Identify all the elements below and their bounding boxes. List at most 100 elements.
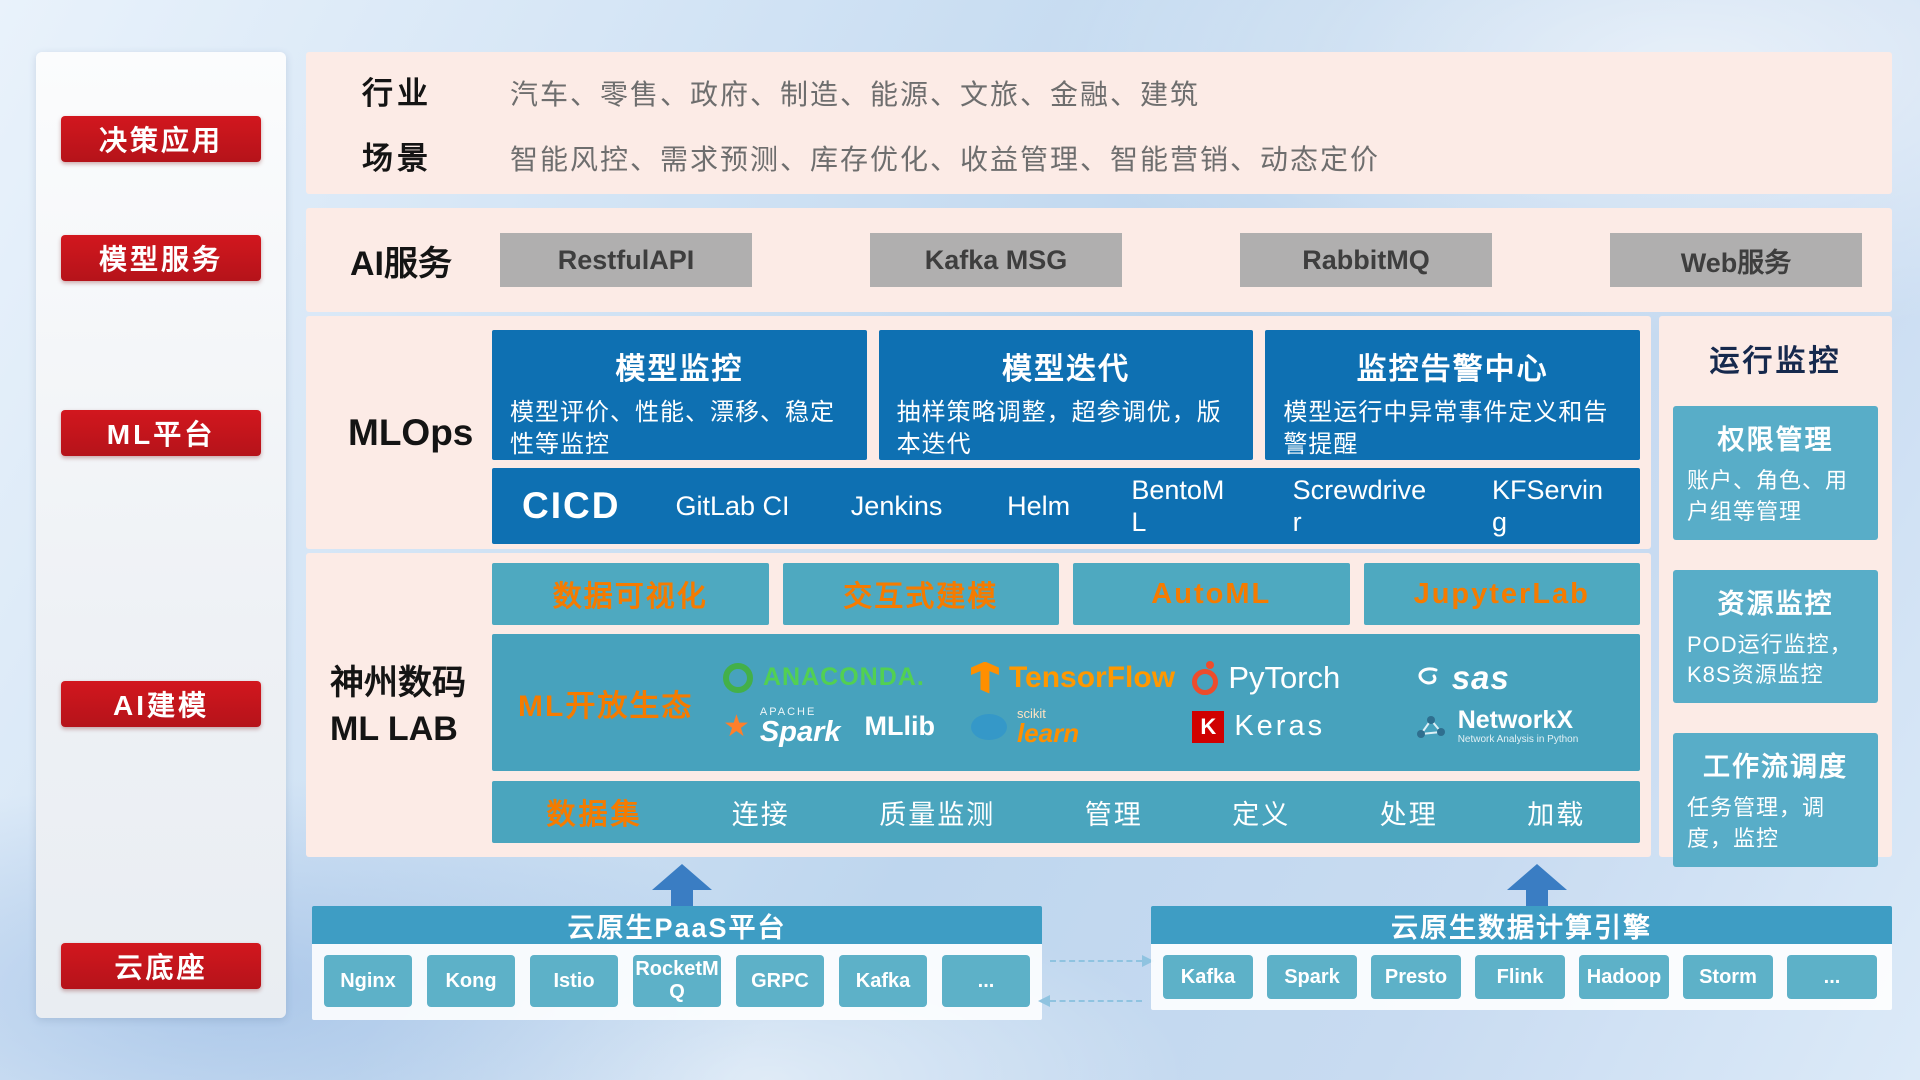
dataset-item-quality: 质量监测	[879, 799, 996, 830]
sidebar-item-model-service[interactable]: 模型服务	[61, 235, 261, 281]
dashed-arrow-left-icon	[1038, 995, 1142, 1007]
keras-logo: K Keras	[1192, 710, 1413, 743]
card-title: 权限管理	[1717, 425, 1834, 455]
learn-text: learn	[1016, 718, 1080, 748]
mllab-label-line1: 神州数码	[330, 664, 466, 702]
web-service-button[interactable]: Web服务	[1610, 233, 1862, 287]
storm-chip[interactable]: Storm	[1683, 955, 1773, 999]
grpc-chip[interactable]: GRPC	[736, 955, 824, 1007]
up-arrow-right	[1507, 864, 1567, 907]
card-desc: 抽样策略调整，超参调优，版本迭代	[896, 399, 1222, 459]
ai-services-label: AI服务	[350, 244, 452, 283]
sidebar-item-ml-platform[interactable]: ML平台	[61, 410, 261, 456]
presto-chip[interactable]: Presto	[1371, 955, 1461, 999]
dataset-item-manage: 管理	[1084, 799, 1143, 830]
tensorflow-icon	[970, 661, 999, 694]
arrow-stem	[1526, 890, 1548, 907]
spark-text: Spark	[759, 715, 841, 748]
card-desc: POD运行监控，K8S资源监控	[1687, 631, 1853, 688]
resource-monitor-card: 资源监控 POD运行监控，K8S资源监控	[1673, 569, 1878, 704]
industry-scene-panel: 行业 汽车、零售、政府、制造、能源、文旅、金融、建筑 场景 智能风控、需求预测、…	[306, 52, 1892, 194]
sas-wordmark: sas	[1451, 658, 1510, 696]
jenkins-item: Jenkins	[850, 490, 943, 521]
rabbitmq-button[interactable]: RabbitMQ	[1240, 233, 1492, 287]
mllab-label-line2: ML LAB	[330, 709, 458, 748]
more2-chip[interactable]: ...	[1787, 955, 1877, 999]
sidebar-item-decision-apps[interactable]: 决策应用	[61, 116, 261, 162]
paas-platform-bar: 云原生PaaS平台	[312, 906, 1042, 944]
spark-super: APACHE	[759, 705, 817, 718]
industry-list: 汽车、零售、政府、制造、能源、文旅、金融、建筑	[510, 79, 1201, 110]
flink-chip[interactable]: Flink	[1475, 955, 1565, 999]
card-title: 模型迭代	[1002, 353, 1130, 386]
pytorch-icon	[1192, 660, 1219, 695]
compute-chips: Kafka Spark Presto Flink Hadoop Storm ..…	[1151, 944, 1892, 1010]
mllab-label: 神州数码 ML LAB	[330, 661, 466, 753]
workflow-scheduler-card: 工作流调度 任务管理，调度，监控	[1673, 733, 1878, 867]
pytorch-wordmark: PyTorch	[1228, 659, 1341, 695]
networkx-subtitle: Network Analysis in Python	[1457, 734, 1579, 745]
permission-mgmt-card: 权限管理 账户、角色、用户组等管理	[1673, 406, 1878, 540]
anaconda-icon	[723, 662, 753, 693]
helm-item: Helm	[1007, 490, 1071, 521]
dataset-item-load: 加载	[1527, 799, 1586, 830]
dashed-arrow-right-icon	[1050, 955, 1154, 967]
keras-icon: K	[1192, 710, 1225, 743]
tensorflow-wordmark: TensorFlow	[1008, 660, 1176, 694]
scene-line: 场景 智能风控、需求预测、库存优化、收益管理、智能营销、动态定价	[362, 133, 1892, 178]
automl-button[interactable]: AutoML	[1073, 563, 1350, 625]
networkx-wordmark: NetworkX Network Analysis in Python	[1458, 708, 1579, 745]
dataset-item-define: 定义	[1232, 799, 1291, 830]
card-title: 监控告警中心	[1356, 353, 1549, 386]
sidebar-item-ai-modeling[interactable]: AI建模	[61, 681, 261, 727]
scene-list: 智能风控、需求预测、库存优化、收益管理、智能营销、动态定价	[510, 144, 1381, 175]
data-visualization-button[interactable]: 数据可视化	[492, 563, 769, 625]
dataset-label: 数据集	[546, 799, 643, 831]
istio-chip[interactable]: Istio	[530, 955, 618, 1007]
ai-services-buttons: RestfulAPI Kafka MSG RabbitMQ Web服务	[500, 233, 1862, 287]
ecosystem-logos: ANACONDA. TensorFlow PyTorch sas	[723, 659, 1624, 747]
gitlab-ci-item: GitLab CI	[675, 490, 790, 521]
scene-label: 场景	[362, 141, 432, 176]
kafka2-chip[interactable]: Kafka	[1163, 955, 1253, 999]
more-chip[interactable]: ...	[942, 955, 1030, 1007]
scikit-learn-icon	[970, 713, 1007, 740]
ml-ecosystem-panel: ML开放生态 ANACONDA. TensorFlow PyTorch	[492, 634, 1640, 771]
restfulapi-button[interactable]: RestfulAPI	[500, 233, 752, 287]
sas-logo: sas	[1414, 659, 1624, 697]
spark-mllib-logo: ★ APACHE Spark MLlib	[723, 705, 971, 748]
card-title: 工作流调度	[1703, 752, 1848, 783]
runtime-monitor-panel: 运行监控 权限管理 账户、角色、用户组等管理 资源监控 POD运行监控，K8S资…	[1659, 316, 1892, 867]
nginx-chip[interactable]: Nginx	[324, 955, 412, 1007]
sidebar-item-cloud-base[interactable]: 云底座	[61, 943, 261, 989]
mllab-tools-row: 数据可视化 交互式建模 AutoML JupyterLab	[492, 563, 1640, 625]
card-desc: 任务管理，调度，监控	[1687, 795, 1826, 851]
hadoop-chip[interactable]: Hadoop	[1579, 955, 1669, 999]
up-arrow-left	[652, 864, 712, 907]
kfserving-item: KFServing	[1491, 474, 1603, 537]
spark-chip[interactable]: Spark	[1267, 955, 1357, 999]
kafka-msg-button[interactable]: Kafka MSG	[870, 233, 1122, 287]
pytorch-logo: PyTorch	[1192, 660, 1413, 696]
kong-chip[interactable]: Kong	[427, 955, 515, 1007]
interactive-modeling-button[interactable]: 交互式建模	[782, 563, 1059, 625]
jupyterlab-button[interactable]: JupyterLab	[1363, 563, 1640, 625]
kafka-chip[interactable]: Kafka	[839, 955, 927, 1007]
industry-label: 行业	[362, 76, 432, 111]
runtime-monitor-title: 运行监控	[1709, 345, 1842, 378]
card-desc: 账户、角色、用户组等管理	[1687, 468, 1849, 524]
bentoml-item: BentoML	[1131, 474, 1225, 537]
scikit-learn-logo: scikit learn	[970, 707, 1192, 748]
card-desc: 模型评价、性能、漂移、稳定性等监控	[510, 399, 835, 459]
anaconda-logo: ANACONDA.	[723, 662, 971, 693]
left-sidebar: 决策应用 模型服务 ML平台 AI建模 云底座	[36, 52, 286, 1018]
dataset-item-process: 处理	[1379, 799, 1438, 830]
keras-wordmark: Keras	[1234, 710, 1326, 742]
arrow-stem	[671, 890, 693, 907]
cicd-bar: CICD GitLab CI Jenkins Helm BentoML Scre…	[492, 468, 1640, 544]
sas-icon	[1418, 667, 1438, 684]
mllab-content: 数据可视化 交互式建模 AutoML JupyterLab ML开放生态 ANA…	[492, 563, 1640, 843]
rocketmq-chip[interactable]: RocketMQ	[633, 955, 721, 1007]
industry-line: 行业 汽车、零售、政府、制造、能源、文旅、金融、建筑	[362, 68, 1892, 113]
